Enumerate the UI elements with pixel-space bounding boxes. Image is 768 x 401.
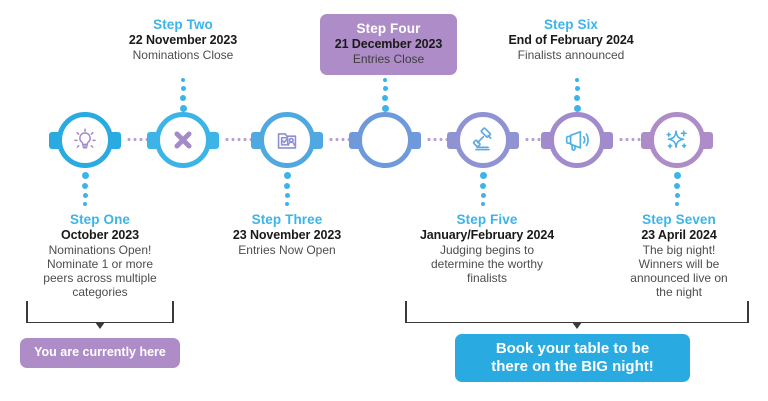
step-text-step-seven: Step Seven 23 April 2024 The big night! …: [608, 212, 750, 299]
step-title: Step Three: [251, 212, 323, 227]
node-tab-left: [541, 131, 552, 149]
step-desc: Nominations Open!: [48, 242, 152, 257]
timeline-node-step-five[interactable]: [447, 112, 519, 168]
step-desc: categories: [72, 285, 128, 300]
timeline-node-step-three[interactable]: [251, 112, 323, 168]
gavel-icon: [472, 127, 492, 151]
step-date: 21 December 2023: [334, 36, 443, 51]
book-table-line-2: there on the BIG night!: [491, 358, 654, 375]
bracket-book-table: [405, 301, 749, 331]
current-position-label: You are currently here: [34, 345, 166, 360]
book-table-button[interactable]: Book your table to be there on the BIG n…: [455, 334, 690, 382]
connector-4-5: [426, 138, 454, 141]
step-desc: finalists: [466, 270, 507, 285]
step-desc: Nominations Close: [132, 47, 234, 62]
lightbulb-icon: [74, 128, 96, 149]
step-text-step-one: Step One October 2023 Nominations Open! …: [18, 212, 182, 299]
vconnector-step-six: [570, 78, 584, 116]
step-date: October 2023: [60, 227, 139, 242]
step-desc: The big night!: [642, 242, 716, 257]
vconnector-step-five: [476, 172, 490, 210]
timeline-node-step-four[interactable]: [349, 112, 421, 168]
step-desc: Entries Now Open: [238, 242, 336, 257]
connector-5-6: [524, 138, 548, 141]
bracket-arrow-icon: [572, 322, 582, 329]
connector-2-3: [224, 138, 258, 141]
step-desc: Winners will be: [638, 256, 720, 271]
step-desc: determine the worthy: [430, 256, 544, 271]
timeline-node-step-one[interactable]: [49, 112, 121, 168]
node-tab-left: [251, 131, 262, 149]
step-text-step-six: Step Six End of February 2024 Finalists …: [495, 17, 647, 62]
bracket-current-position: [26, 301, 174, 331]
document-profile-icon: [277, 133, 297, 149]
step-date: 22 November 2023: [128, 32, 238, 47]
current-position-badge[interactable]: You are currently here: [20, 338, 180, 368]
node-tab-left: [147, 131, 158, 149]
node-tab-left: [447, 131, 458, 149]
close-x-icon: [376, 131, 394, 149]
step-title: Step Two: [153, 17, 213, 32]
vconnector-step-one: [78, 172, 92, 210]
connector-6-7: [618, 138, 648, 141]
step-desc: Judging begins to: [439, 242, 535, 257]
step-title: Step Seven: [642, 212, 716, 227]
vconnector-step-four: [378, 78, 392, 116]
connector-1-2: [126, 138, 154, 141]
node-tab-right: [702, 131, 713, 149]
bracket-left-tick: [405, 301, 407, 323]
node-tab-right: [602, 131, 613, 149]
vconnector-step-three: [280, 172, 294, 210]
step-desc: the night: [655, 285, 703, 300]
step-desc: Nominate 1 or more: [46, 256, 154, 271]
step-desc: announced live on: [630, 270, 728, 285]
step-desc: Finalists announced: [517, 47, 625, 62]
node-tab-right: [410, 131, 421, 149]
step-desc: Entries Close: [352, 51, 425, 66]
timeline-node-step-two[interactable]: [147, 112, 219, 168]
node-tab-right: [312, 131, 323, 149]
vconnector-step-two: [176, 78, 190, 116]
bracket-left-tick: [26, 301, 28, 323]
node-tab-right: [508, 131, 519, 149]
node-tab-left: [349, 131, 360, 149]
timeline-node-step-six[interactable]: [541, 112, 613, 168]
timeline-node-step-seven[interactable]: [641, 112, 713, 168]
megaphone-icon: [565, 130, 589, 151]
step-title: Step Four: [356, 21, 421, 36]
bracket-right-tick: [172, 301, 174, 323]
book-table-line-1: Book your table to be: [495, 339, 650, 357]
step-date: 23 April 2024: [641, 227, 717, 242]
step-title: Step Six: [543, 17, 599, 32]
bracket-right-tick: [747, 301, 749, 323]
sparkle-icon: [666, 130, 687, 149]
bracket-arrow-icon: [95, 322, 105, 329]
step-date: 23 November 2023: [232, 227, 342, 242]
node-tab-left: [49, 131, 60, 149]
step-text-step-two: Step Two 22 November 2023 Nominations Cl…: [113, 17, 253, 62]
step-desc: peers across multiple: [43, 270, 157, 285]
step-date: January/February 2024: [419, 227, 555, 242]
step-text-step-five: Step Five January/February 2024 Judging …: [401, 212, 573, 285]
step-title: Step One: [69, 212, 131, 227]
vconnector-step-seven: [670, 172, 684, 210]
node-tab-right: [110, 131, 121, 149]
node-tab-right: [208, 131, 219, 149]
close-x-icon: [174, 131, 192, 149]
step-title: Step Five: [456, 212, 518, 227]
node-tab-left: [641, 131, 652, 149]
step-card-step-four[interactable]: Step Four 21 December 2023 Entries Close: [320, 14, 457, 75]
step-text-step-three: Step Three 23 November 2023 Entries Now …: [212, 212, 362, 257]
connector-3-4: [328, 138, 356, 141]
step-date: End of February 2024: [508, 32, 634, 47]
